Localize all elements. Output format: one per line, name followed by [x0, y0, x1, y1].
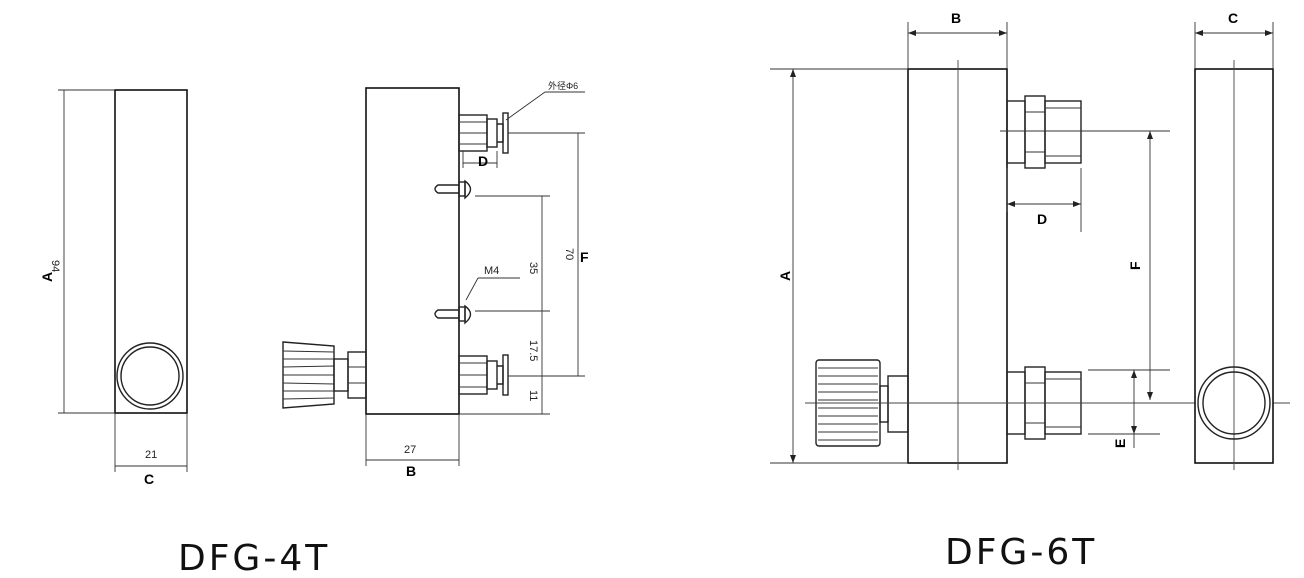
- dfg6t-title: DFG-6T: [945, 532, 1097, 573]
- dfg6t-label-b: B: [951, 10, 961, 26]
- dfg4t-label-f: F: [580, 249, 589, 265]
- dfg4t-upper-screw: [434, 179, 472, 200]
- dfg6t-top-fitting: [1006, 95, 1082, 169]
- dfg4t-dim-thread: M4: [484, 265, 499, 277]
- dfg4t-top-fitting: [458, 112, 509, 154]
- dfg6t-side-body: [907, 68, 1008, 464]
- dfg6t-label-a: A: [777, 271, 793, 281]
- dfg6t-side-view: B A D F E: [770, 10, 1290, 470]
- dfg6t-front-inner-ring: [1202, 371, 1266, 435]
- dfg6t-front-view: C: [1194, 10, 1274, 470]
- dfg4t-lower-screw: [434, 304, 472, 325]
- dfg4t-label-b: B: [406, 463, 416, 479]
- dfg4t-dim-70: 70: [563, 248, 575, 260]
- dfg4t-front-outer-ring: [116, 342, 184, 410]
- dfg4t-front-inner-ring: [120, 346, 180, 406]
- dfg4t-dim-11: 11: [527, 390, 539, 401]
- dfg4t-dim-width-side: 27: [404, 444, 416, 456]
- dfg4t-label-c: C: [144, 471, 154, 487]
- dfg4t-valve-knob: [282, 341, 367, 409]
- dfg6t-label-e: E: [1112, 439, 1128, 448]
- dfg4t-label-a: A: [39, 272, 55, 282]
- dfg4t-dim-pipe: 外径Φ6: [548, 80, 578, 91]
- dfg4t-side-body: [365, 87, 460, 415]
- dfg6t-label-d: D: [1037, 211, 1047, 227]
- dfg4t-title: DFG-4T: [178, 538, 330, 578]
- dfg6t-label-f: F: [1127, 261, 1143, 270]
- dfg4t-dim-35: 35: [527, 262, 539, 274]
- dfg4t-dim-height: 94: [49, 260, 61, 272]
- dfg4t-dim-width-front: 21: [145, 449, 157, 461]
- dfg6t-front-outer-ring: [1197, 366, 1271, 440]
- dfg4t-front-view: A 94 21 C: [39, 89, 188, 487]
- dfg4t-bottom-fitting: [458, 354, 509, 396]
- dfg6t-label-c: C: [1228, 10, 1238, 26]
- dfg4t-label-d: D: [478, 153, 488, 169]
- dfg4t-dim-175: 17.5: [527, 340, 539, 361]
- dfg4t-side-view: 外径Φ6 D M4 35 70 F 17.5 11 27 B: [282, 80, 589, 479]
